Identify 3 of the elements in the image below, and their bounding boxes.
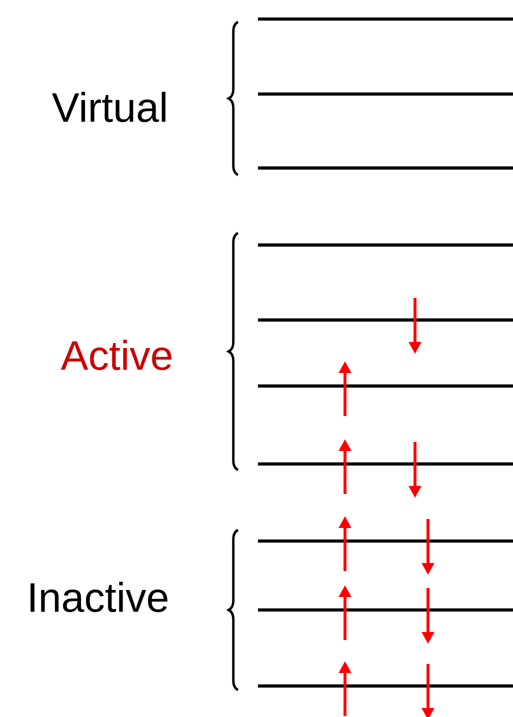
space-label: Active bbox=[60, 340, 172, 370]
space-label: Virtual bbox=[52, 92, 166, 122]
space-label: Inactive bbox=[30, 582, 168, 612]
